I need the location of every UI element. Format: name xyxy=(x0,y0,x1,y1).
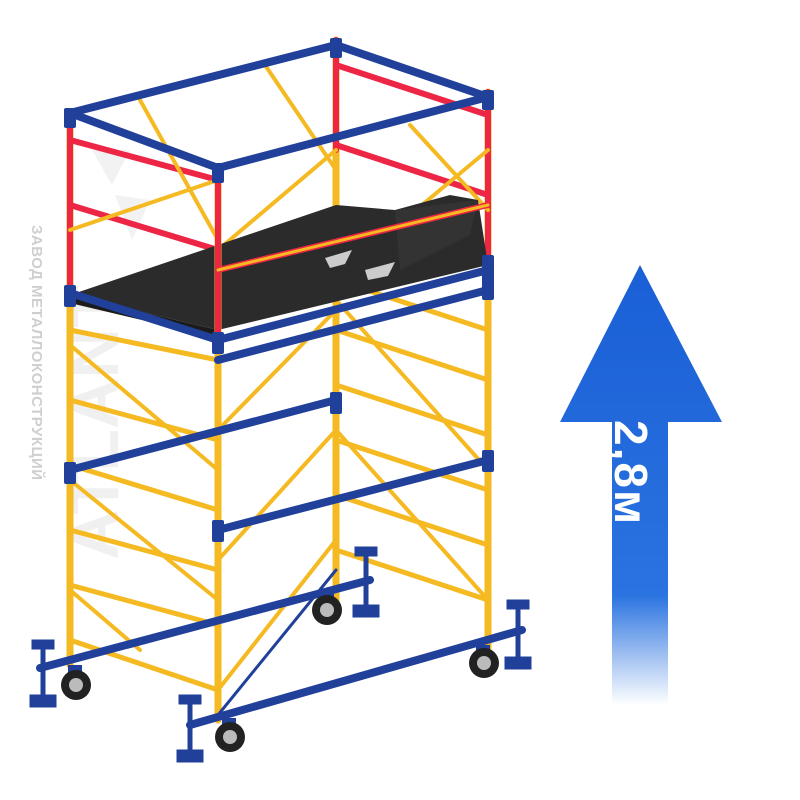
scaffold-front-frame xyxy=(214,166,491,724)
wheel xyxy=(469,645,499,678)
height-label: 2,8м xyxy=(605,420,657,526)
wheel xyxy=(215,718,245,752)
height-arrow xyxy=(560,265,722,705)
frame-joints xyxy=(64,38,494,542)
wheel-assemblies xyxy=(29,546,532,763)
wheel xyxy=(61,665,91,700)
watermark-tagline: ЗАВОД МЕТАЛЛОКОНСТРУКЦИЙ xyxy=(28,225,45,481)
wheel xyxy=(312,590,342,625)
scaffold-braces xyxy=(68,63,490,692)
blue-horizontal-bars xyxy=(36,41,526,729)
scaffold-left-frame xyxy=(66,111,221,693)
